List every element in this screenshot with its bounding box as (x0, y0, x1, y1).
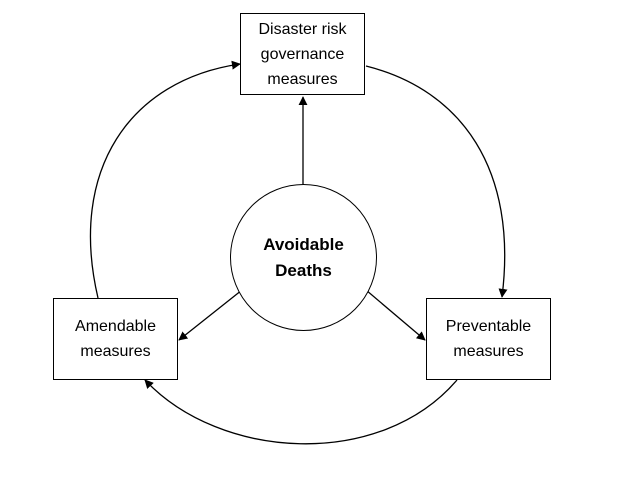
arc-governance-to-preventable (365, 65, 508, 298)
arc-amendable-to-governance (89, 60, 241, 299)
node-preventable-measures: Preventable measures (426, 298, 551, 380)
node-amendable-label: Amendable measures (75, 318, 156, 360)
node-amendable-measures: Amendable measures (53, 298, 178, 380)
node-disaster-risk-governance: Disaster risk governance measures (240, 13, 365, 95)
arc-preventable-to-amendable (144, 379, 458, 445)
center-node-avoidable-deaths: Avoidable Deaths (230, 184, 377, 331)
arrow-center-to-amendable (178, 289, 243, 341)
node-preventable-label: Preventable measures (445, 318, 532, 360)
center-node-label: Avoidable Deaths (263, 234, 344, 280)
node-governance-label: Disaster risk governance measures (258, 20, 347, 88)
arrow-center-to-preventable (365, 289, 426, 341)
